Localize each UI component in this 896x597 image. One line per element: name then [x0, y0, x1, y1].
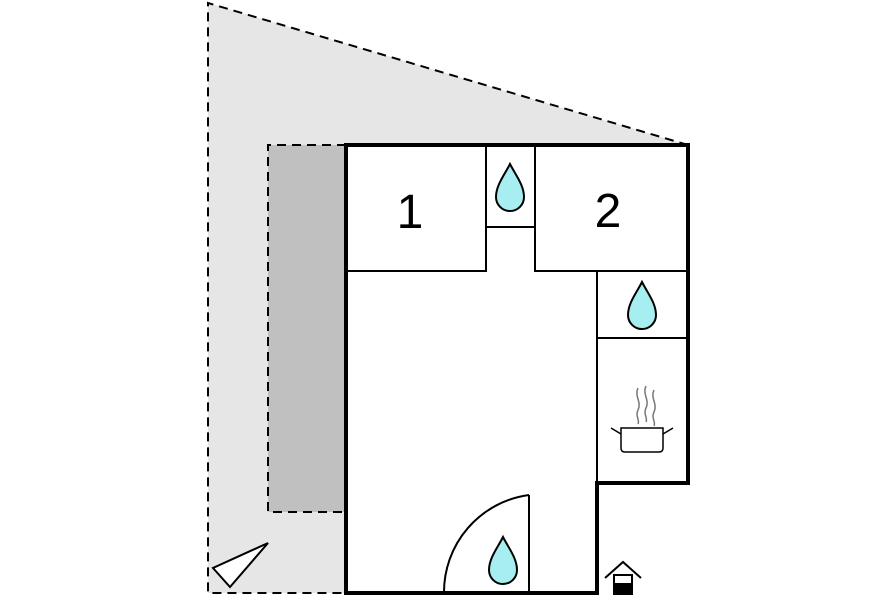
exterior-walls — [344, 143, 690, 595]
water-drop-icon — [494, 161, 526, 212]
room-label-2: 2 — [595, 185, 622, 238]
water-drop-icon — [487, 534, 519, 585]
north-arrow-icon — [211, 542, 269, 589]
covered-area — [268, 145, 346, 512]
interior-walls — [346, 145, 688, 594]
room-label-1: 1 — [397, 186, 424, 239]
house-entrance-icon — [604, 560, 642, 595]
cooking-pot-icon — [610, 385, 674, 453]
covered-area-outline — [267, 144, 346, 513]
terrace-outline — [207, 1, 689, 594]
water-drop-icon — [626, 279, 658, 330]
